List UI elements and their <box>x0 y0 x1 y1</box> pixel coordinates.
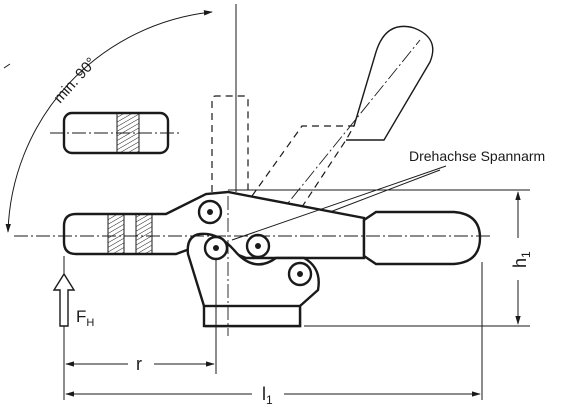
arm-upright-ghost <box>211 95 249 192</box>
force-label: FH <box>76 307 94 329</box>
height-subscript: 1 <box>519 251 533 258</box>
spindle-detail <box>50 111 182 155</box>
force-subscript: H <box>86 317 94 329</box>
pivot-axis-leader <box>231 165 447 241</box>
force-arrow <box>52 272 76 327</box>
length-subscript: 1 <box>266 393 273 406</box>
height-label: h1 <box>510 251 533 268</box>
angle-label: min. 90° <box>50 54 100 106</box>
pivot-axis-leader-2 <box>329 169 441 213</box>
h1-dimension <box>228 189 530 327</box>
bottom-dimensions <box>63 256 483 400</box>
clamp-arm <box>62 190 482 266</box>
pivot-pins <box>197 199 313 287</box>
swing-arc <box>5 10 213 233</box>
radius-label: r <box>136 354 142 374</box>
pivot-axis-label: Drehachse Spannarm <box>409 148 545 164</box>
arc-leader <box>3 63 11 69</box>
length-label: l1 <box>262 384 273 406</box>
